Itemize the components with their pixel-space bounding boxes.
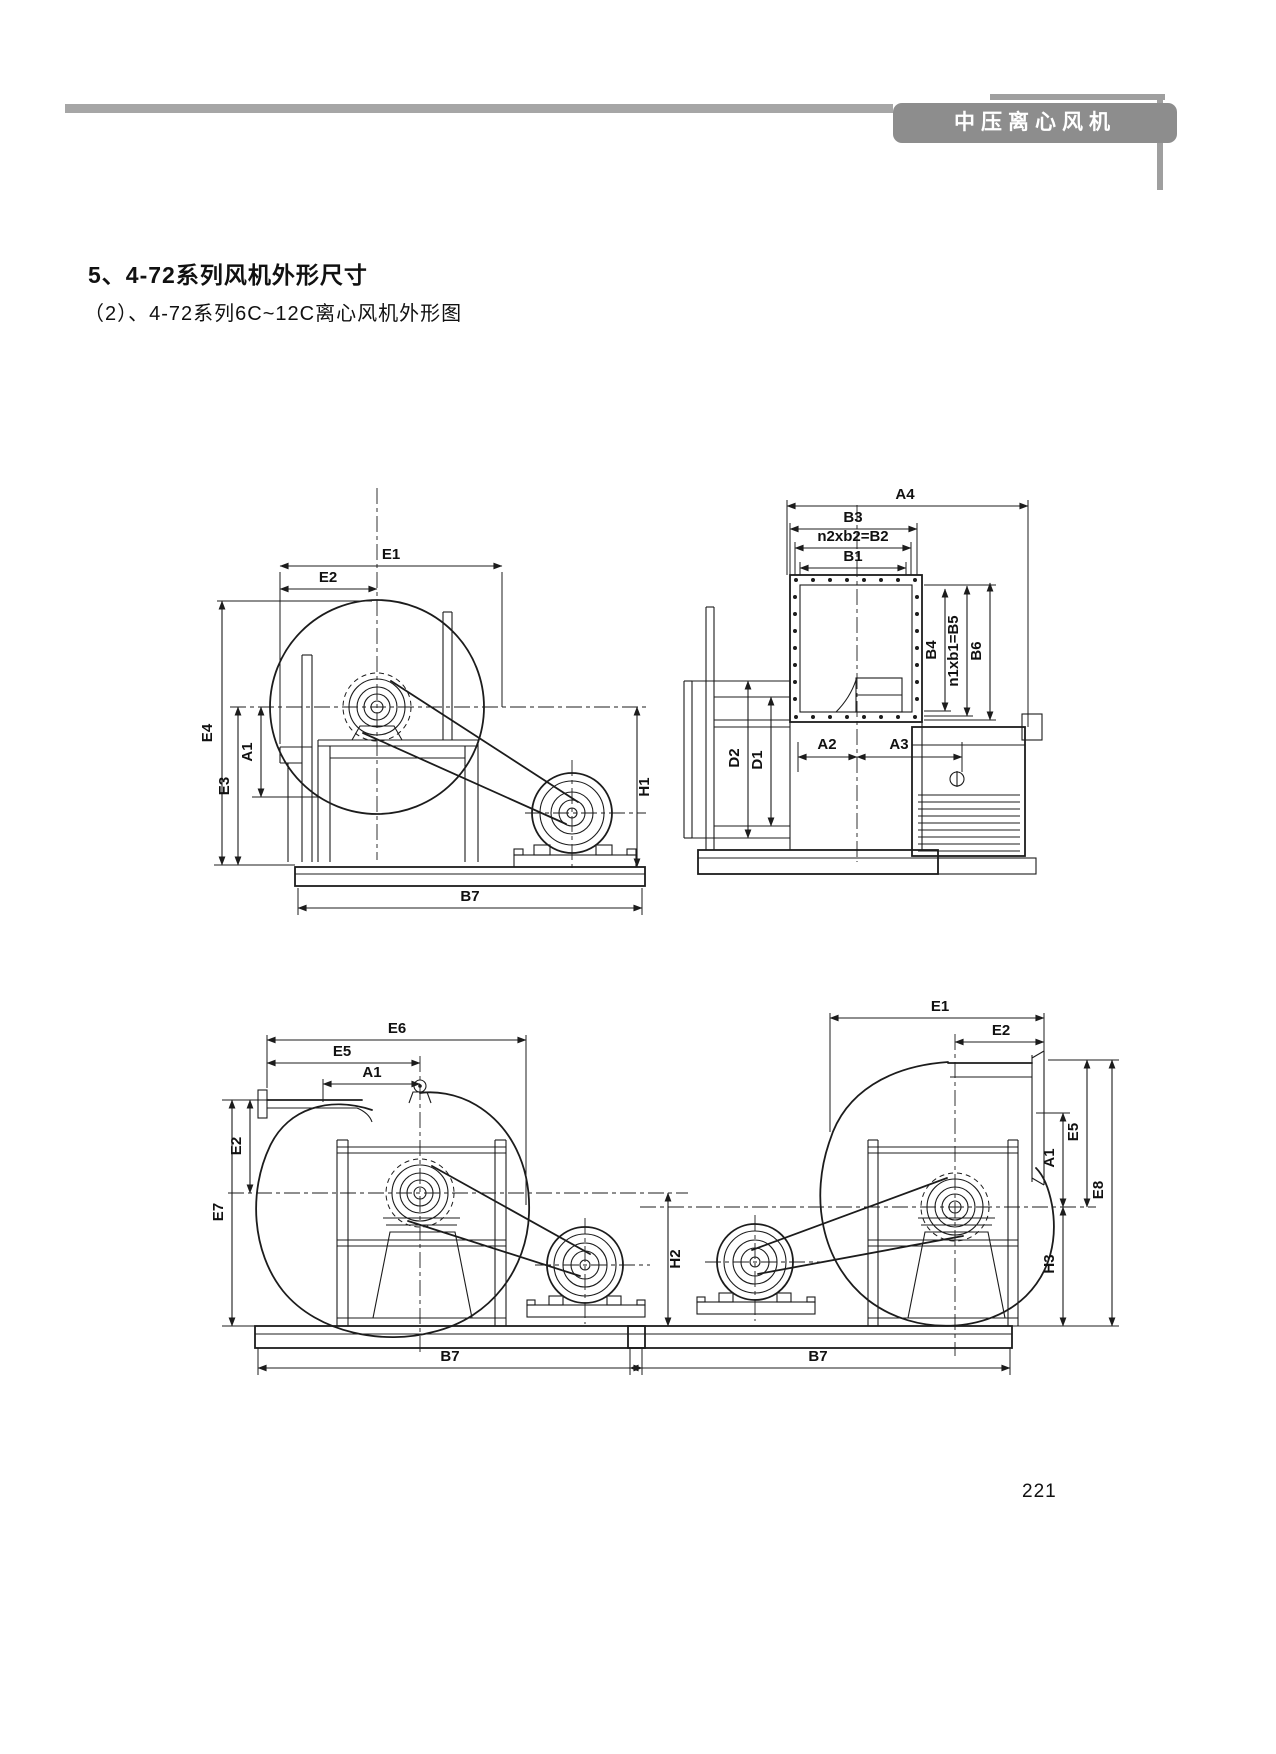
- support-frame: [336, 1139, 507, 1326]
- page-subtitle: （2）、4-72系列6C~12C离心风机外形图: [84, 303, 463, 325]
- fan-scroll: [819, 1061, 1055, 1327]
- inlet-duct: [683, 606, 790, 850]
- dim-label-e3: E3: [216, 777, 233, 795]
- shaft-pulley: [920, 1172, 990, 1242]
- fan-scroll: [269, 599, 485, 815]
- belt-lower: [407, 1220, 581, 1277]
- dim-label-a2: A2: [817, 736, 836, 753]
- belt-upper: [751, 1177, 948, 1251]
- dim-label-a1: A1: [239, 742, 256, 761]
- drawing-belt-drive-side-view: E1 E2 E4 E3 A1 H1 B7: [199, 488, 653, 915]
- volute-tongue: [835, 677, 903, 713]
- belt-upper: [431, 1165, 591, 1255]
- motor: [526, 1226, 646, 1318]
- dim-label-d1: D1: [749, 750, 766, 769]
- support-frame: [317, 611, 479, 862]
- dim-label-e1: E1: [382, 546, 400, 563]
- dim-label-h3: H3: [1041, 1254, 1058, 1273]
- dim-label-b5: n1xb1=B5: [945, 615, 962, 686]
- dim-label-e8: E8: [1090, 1181, 1107, 1199]
- base-plate: [697, 849, 1037, 875]
- dim-label-b7: B7: [808, 1348, 827, 1365]
- drawing-side-view-outlet-right: E1 E2 A1 E5 E8 H3 B7: [627, 998, 1119, 1375]
- dim-label-e1: E1: [931, 998, 949, 1015]
- dim-label-a3: A3: [889, 736, 908, 753]
- dim-label-e4: E4: [199, 723, 216, 742]
- dim-label-e5: E5: [333, 1043, 351, 1060]
- dim-label-b1: B1: [843, 548, 862, 565]
- dim-label-h2: H2: [667, 1249, 684, 1268]
- drawing-side-view-outlet-left: E6 E5 A1 E2 E7 H2 B7: [210, 1020, 688, 1375]
- dim-label-b7: B7: [440, 1348, 459, 1365]
- belt-lower: [757, 1235, 964, 1275]
- side-bracket: [1021, 713, 1043, 741]
- outlet-duct: [947, 1050, 1045, 1186]
- dim-label-b3: B3: [843, 509, 862, 526]
- dim-label-e2: E2: [228, 1137, 245, 1155]
- section-badge: 中压离心风机: [893, 103, 1177, 143]
- base-plate: [627, 1325, 1013, 1349]
- motor-finned: [911, 726, 1026, 857]
- motor: [513, 772, 637, 868]
- dim-label-e6: E6: [388, 1020, 406, 1037]
- page-title: 5、4-72系列风机外形尺寸: [88, 262, 368, 288]
- outlet-duct: [257, 1089, 373, 1123]
- dim-label-b6: B6: [968, 641, 985, 660]
- header-corner-bracket-h: [990, 94, 1165, 100]
- motor: [696, 1223, 816, 1315]
- support-frame: [867, 1139, 1019, 1326]
- bearing-pedestal: [907, 1217, 1006, 1319]
- dim-label-e7: E7: [210, 1203, 227, 1221]
- dim-label-e2: E2: [319, 569, 337, 586]
- dim-label-a4: A4: [895, 486, 915, 503]
- inlet-plate: [279, 654, 313, 862]
- dim-label-h1: H1: [636, 777, 653, 796]
- dim-label-b7: B7: [460, 888, 479, 905]
- base-plate: [294, 866, 646, 887]
- dim-label-e5: E5: [1065, 1123, 1082, 1141]
- base-plate: [254, 1325, 646, 1349]
- page-number: 221: [1022, 1481, 1057, 1502]
- dim-label-a1: A1: [1041, 1148, 1058, 1167]
- dim-label-b2: n2xb2=B2: [817, 528, 888, 545]
- dim-label-e2: E2: [992, 1022, 1010, 1039]
- drawing-inlet-end-view: B1 n2xb2=B2 B3 A4 B4 n1xb1=B5 B6 D2 D1 A…: [683, 486, 1043, 875]
- bearing-pedestal: [372, 1217, 473, 1319]
- dim-label-d2: D2: [726, 748, 743, 767]
- dim-label-b4: B4: [923, 640, 940, 660]
- header-rule: [65, 104, 893, 113]
- fan-scroll: [255, 1091, 530, 1338]
- dim-label-a1: A1: [362, 1064, 381, 1081]
- shaft-pulley: [385, 1158, 455, 1228]
